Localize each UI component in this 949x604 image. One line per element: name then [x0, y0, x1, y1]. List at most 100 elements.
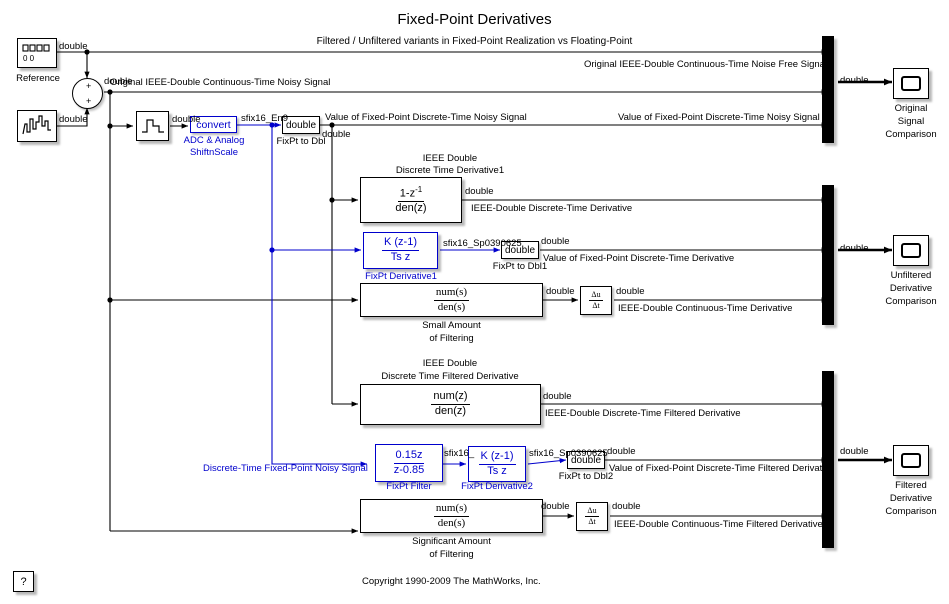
- scope-original-label-line2: Signal: [897, 116, 925, 127]
- page-subtitle: Filtered / Unfiltered variants in Fixed-…: [316, 36, 633, 47]
- mux-block-filtered[interactable]: [822, 371, 834, 548]
- help-question-icon: ?: [20, 575, 27, 588]
- transfer-function-fraction: 1-z-1 den(z): [393, 185, 428, 215]
- discrete-time-derivative1-block[interactable]: 1-z-1 den(z): [360, 177, 462, 223]
- signal-label-fd1-double: double: [541, 236, 570, 247]
- fixpt-to-dbl-block[interactable]: double: [282, 116, 320, 134]
- repeating-sequence-icon: 0 0: [22, 44, 50, 63]
- adc-block-name-line2: ShiftnScale: [189, 147, 239, 158]
- fixpt-to-dbl-label: double: [285, 119, 317, 131]
- copyright-text: Copyright 1990-2009 The MathWorks, Inc.: [362, 576, 541, 587]
- sum-plus-bottom: +: [86, 96, 92, 106]
- scope-filtered-derivative-comparison[interactable]: [893, 445, 929, 476]
- band-limited-white-noise-icon: [22, 115, 51, 135]
- signal-label-du2-double: double: [612, 501, 641, 512]
- help-button[interactable]: ?: [13, 571, 34, 592]
- small-filter-name-line2: of Filtering: [429, 333, 474, 344]
- signal-label-adc-sfix: sfix16_En9: [241, 113, 289, 124]
- scope-filtered-label-line3: Comparison: [885, 506, 937, 517]
- derivative-block-1[interactable]: Δu Δt: [580, 286, 612, 315]
- scope-filtered-label-line1: Filtered: [895, 480, 927, 491]
- tf-numerator: 0.15z: [393, 449, 425, 464]
- derivative-fraction: Δu Δt: [589, 290, 603, 311]
- scope-screen-icon: [900, 75, 922, 92]
- fixpt-filter-block[interactable]: 0.15z z-0.85: [375, 444, 443, 482]
- signal-label-dfd-double: double: [543, 391, 572, 402]
- tf-denominator: z-0.85: [393, 463, 425, 476]
- signal-label-sf-double: double: [546, 286, 575, 297]
- scope-filtered-label-line2: Derivative: [889, 493, 933, 504]
- discrete-time-filtered-derivative-block[interactable]: num(z) den(z): [360, 384, 541, 425]
- sum-block[interactable]: + +: [72, 78, 103, 109]
- small-filter-fraction: num(s) den(s): [433, 286, 470, 313]
- dfd-fraction: num(z) den(z): [431, 391, 470, 417]
- svg-text:0 0: 0 0: [23, 54, 35, 63]
- fixpt-filter-name: FixPt Filter: [386, 481, 432, 492]
- tf-numerator: num(z): [431, 391, 470, 405]
- signal-label-zoh-double: double: [172, 114, 201, 125]
- signal-label-mux2-double: double: [840, 243, 869, 254]
- tf-numerator: Δu: [589, 290, 603, 301]
- signal-label-fd2-sfix: sfix16_Sp0390625: [529, 448, 608, 459]
- fixpt-to-dbl2-label: double: [570, 454, 602, 466]
- signal-label-dd1-name: IEEE-Double Discrete-Time Derivative: [471, 203, 633, 214]
- scope-unfiltered-derivative-comparison[interactable]: [893, 235, 929, 266]
- zero-order-hold-block[interactable]: [136, 111, 169, 141]
- signal-label-value-noisy-left: Value of Fixed-Point Discrete-Time Noisy…: [325, 112, 527, 123]
- fixpt-filter-fraction: 0.15z z-0.85: [392, 449, 427, 476]
- significant-filter-block[interactable]: num(s) den(s): [360, 499, 543, 533]
- tf-denominator: den(z): [434, 405, 467, 417]
- signal-label-sigf-double: double: [541, 501, 570, 512]
- small-filter-block[interactable]: num(s) den(s): [360, 283, 543, 317]
- fixpt-to-dbl1-label: double: [504, 244, 536, 256]
- signal-label-reference-double: double: [59, 41, 88, 52]
- adc-convert-block[interactable]: convert: [190, 116, 237, 133]
- signal-label-sum-double: double: [104, 76, 133, 87]
- discrete-time-fixpt-noisy-signal-label: Discrete-Time Fixed-Point Noisy Signal: [203, 463, 368, 474]
- scope-unfiltered-label-line1: Unfiltered: [890, 270, 932, 281]
- fixpt-derivative2-name: FixPt Derivative2: [461, 481, 533, 492]
- derivative-block-2[interactable]: Δu Δt: [576, 502, 608, 531]
- fixpt-derivative1-block[interactable]: K (z-1) Ts z: [363, 232, 438, 269]
- signal-label-dfd-name: IEEE-Double Discrete-Time Filtered Deriv…: [545, 408, 741, 419]
- sum-plus-top: +: [86, 81, 92, 91]
- signal-label-fd2-double: double: [607, 446, 636, 457]
- adc-block-name-line1: ADC & Analog: [183, 135, 245, 146]
- scope-unfiltered-label-line2: Derivative: [889, 283, 933, 294]
- mux-block-unfiltered[interactable]: [822, 185, 834, 325]
- signal-label-noise-free: Original IEEE-Double Continuous-Time Noi…: [584, 59, 828, 70]
- reference-label: Reference: [16, 73, 60, 84]
- reference-block[interactable]: 0 0: [17, 38, 57, 68]
- mux-block-original[interactable]: [822, 36, 834, 143]
- fixpt-to-dbl2-block[interactable]: double: [567, 451, 605, 469]
- fixpt-deriv1-fraction: K (z-1) Ts z: [382, 237, 419, 263]
- fixpt-to-dbl1-block[interactable]: double: [501, 241, 539, 259]
- tf-numerator: num(s): [433, 286, 470, 301]
- signal-label-dd1-double: double: [465, 186, 494, 197]
- tf-numerator: K (z-1): [478, 450, 516, 465]
- tf-numerator: Δu: [585, 506, 599, 517]
- tf-denominator: Δt: [588, 517, 596, 526]
- discrete-filtered-deriv-name-line1: IEEE Double: [422, 358, 478, 369]
- signal-label-sum-original: Original IEEE-Double Continuous-Time Noi…: [110, 77, 331, 88]
- fixpt-to-dbl1-name: FixPt to Dbl1: [492, 261, 548, 272]
- tf-denominator: Ts z: [390, 251, 411, 263]
- significant-filter-fraction: num(s) den(s): [433, 502, 470, 529]
- signal-label-du1-name: IEEE-Double Continuous-Time Derivative: [618, 303, 793, 314]
- tf-denominator: Ts z: [487, 464, 507, 477]
- band-limited-white-noise-block[interactable]: [17, 110, 57, 142]
- small-filter-name-line1: Small Amount: [422, 320, 481, 331]
- scope-unfiltered-label-line3: Comparison: [885, 296, 937, 307]
- fixpt-derivative2-block[interactable]: K (z-1) Ts z: [468, 446, 526, 482]
- scope-screen-icon: [900, 242, 922, 259]
- significant-filter-name-line2: of Filtering: [429, 549, 474, 560]
- fixpt-to-dbl2-name: FixPt to Dbl2: [558, 471, 614, 482]
- tf-numerator: 1-z-1: [397, 185, 425, 202]
- fixpt-to-dbl-name: FixPt to Dbl: [276, 136, 326, 147]
- discrete-filtered-deriv-name-line2: Discrete Time Filtered Derivative: [381, 371, 519, 382]
- tf-numerator: num(s): [433, 502, 470, 517]
- scope-original-signal-comparison[interactable]: [893, 68, 929, 99]
- signal-label-du2-name: IEEE-Double Continuous-Time Filtered Der…: [614, 519, 823, 530]
- discrete-deriv1-name-line2: Discrete Time Derivative1: [395, 165, 505, 176]
